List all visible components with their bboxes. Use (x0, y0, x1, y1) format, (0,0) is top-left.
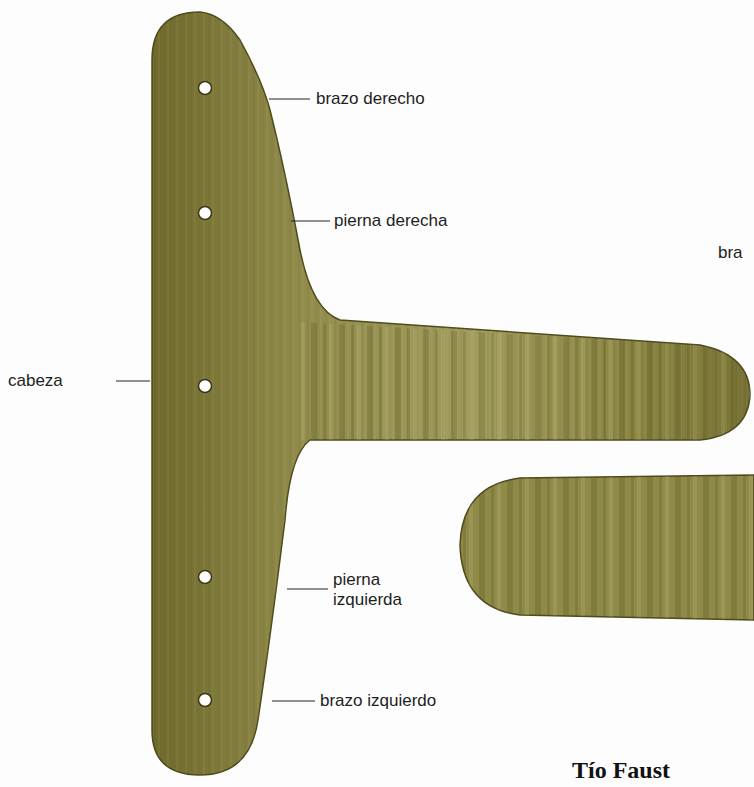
string-holes (199, 82, 212, 707)
part-label: brazo derecho (316, 89, 425, 109)
crossbar (460, 475, 754, 620)
part-label: brazo izquierdo (320, 691, 436, 711)
crossbar-grain (460, 475, 754, 620)
part-label: pierna izquierda (333, 570, 428, 609)
part-label: bra (718, 243, 743, 263)
part-label: pierna derecha (334, 211, 447, 231)
title-text: Tío Faust (572, 757, 670, 785)
wood-grain (152, 12, 750, 775)
t-board (152, 12, 750, 775)
leader-lines (116, 99, 330, 701)
arm-grain (300, 322, 750, 440)
part-label: cabeza (8, 371, 63, 391)
